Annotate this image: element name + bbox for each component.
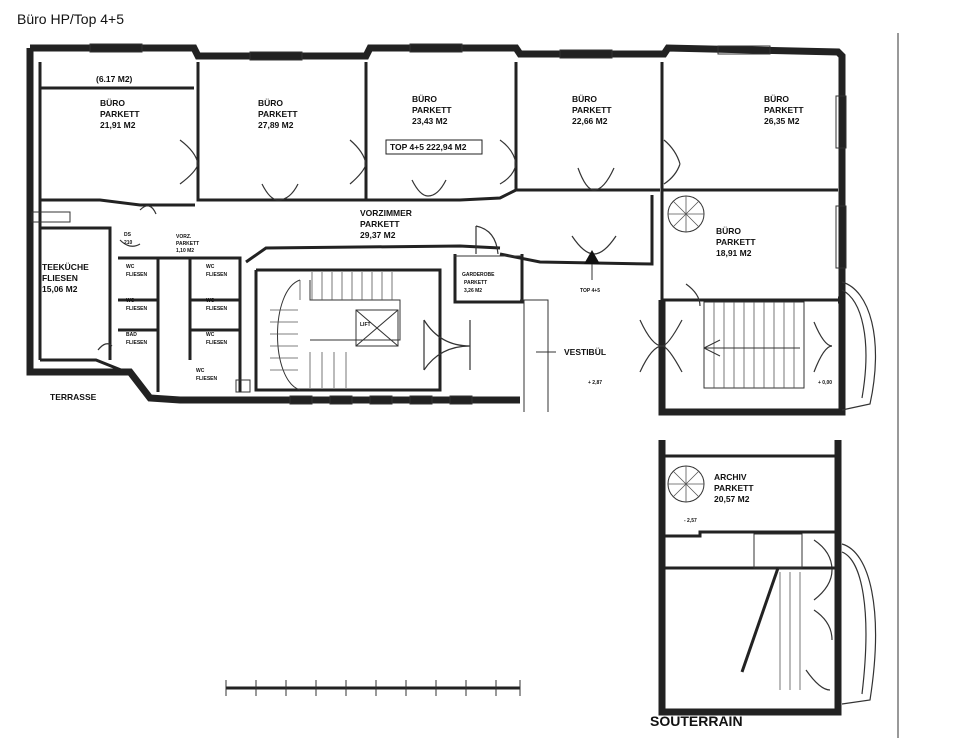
spiral-stairs (667, 195, 705, 503)
direction-arrows (536, 250, 721, 357)
buero1-name: BÜRO (100, 98, 125, 108)
souterrain-walls (658, 440, 842, 716)
teekueche-area: 15,06 M2 (42, 284, 78, 294)
bay-windows (841, 281, 877, 705)
ds-label: DS (124, 232, 132, 238)
archiv-floor: PARKETT (714, 483, 754, 493)
teekueche-name: TEEKÜCHE (42, 262, 89, 272)
vorzimmer-area: 29,37 M2 (360, 230, 396, 240)
wc1-floor: FLIESEN (126, 272, 148, 278)
wc3-label: WC (126, 298, 135, 304)
buero4-floor: PARKETT (572, 105, 612, 115)
buero5-name: BÜRO (764, 94, 789, 104)
buero1-area-note: (6.17 M2) (96, 74, 133, 84)
vorz-small-name: VORZ. (176, 234, 192, 240)
buero2-floor: PARKETT (258, 109, 298, 119)
buero1-area: 21,91 M2 (100, 120, 136, 130)
terrasse-label: TERRASSE (50, 392, 97, 402)
vorz-small-floor: PARKETT (176, 241, 199, 247)
room-labels: (6.17 M2) BÜRO PARKETT 21,91 M2 BÜRO PAR… (42, 74, 832, 729)
windows (89, 43, 847, 405)
buero2-name: BÜRO (258, 98, 283, 108)
teekueche-floor: FLIESEN (42, 273, 78, 283)
top45-label: TOP 4+5 (580, 288, 600, 294)
buero3-floor: PARKETT (412, 105, 452, 115)
wc1-label: WC (126, 264, 135, 270)
outer-walls (26, 44, 846, 416)
garderobe-floor: PARKETT (464, 280, 487, 286)
wc5-label: WC (206, 332, 215, 338)
buero6-area: 18,91 M2 (716, 248, 752, 258)
buero5-floor: PARKETT (764, 105, 804, 115)
wc2-floor: FLIESEN (206, 272, 228, 278)
buero6-floor: PARKETT (716, 237, 756, 247)
wc6-floor: FLIESEN (196, 376, 218, 382)
interior-walls (40, 62, 838, 392)
level-label-1: + 2,87 (588, 380, 602, 386)
main-staircase (270, 272, 401, 391)
souterrain-label: SOUTERRAIN (650, 713, 743, 729)
shaft (235, 379, 251, 393)
garderobe-area: 3,26 M2 (464, 288, 482, 294)
terrasse-wall (40, 358, 127, 374)
buero4-name: BÜRO (572, 94, 597, 104)
kitchen-counter (31, 211, 71, 223)
vorzimmer-floor: PARKETT (360, 219, 400, 229)
height-210-label: 210 (124, 240, 133, 246)
level-label-3: - 2,57 (684, 518, 697, 524)
vestibule-staircase (703, 301, 805, 389)
buero1-floor: PARKETT (100, 109, 140, 119)
wc4-label: WC (206, 298, 215, 304)
bad-floor: FLIESEN (126, 340, 148, 346)
summary-box-text: TOP 4+5 222,94 M2 (390, 142, 467, 152)
buero4-area: 22,66 M2 (572, 116, 608, 126)
scale-bar (225, 680, 521, 696)
buero6-name: BÜRO (716, 226, 741, 236)
lift-label: LIFT (360, 322, 371, 328)
archiv-name: ARCHIV (714, 472, 747, 482)
summary-box (385, 139, 483, 155)
vestibule-frames (520, 299, 549, 412)
level-label-2: + 0,00 (818, 380, 832, 386)
arrow-up-icon (584, 250, 600, 264)
wc2-label: WC (206, 264, 215, 270)
vestibuel-label: VESTIBÜL (564, 347, 606, 357)
wc4-floor: FLIESEN (206, 306, 228, 312)
buero3-area: 23,43 M2 (412, 116, 448, 126)
wc6-label: WC (196, 368, 205, 374)
page-title: Büro HP/Top 4+5 (17, 11, 125, 27)
wc5-floor: FLIESEN (206, 340, 228, 346)
wc3-floor: FLIESEN (126, 306, 148, 312)
vorz-small-area: 1,10 M2 (176, 248, 194, 254)
doors (97, 139, 833, 691)
archiv-area: 20,57 M2 (714, 494, 750, 504)
buero3-name: BÜRO (412, 94, 437, 104)
buero2-area: 27,89 M2 (258, 120, 294, 130)
garderobe-name: GARDEROBE (462, 272, 495, 278)
buero5-area: 26,35 M2 (764, 116, 800, 126)
vorzimmer-name: VORZIMMER (360, 208, 412, 218)
bad-label: BAD (126, 332, 137, 338)
